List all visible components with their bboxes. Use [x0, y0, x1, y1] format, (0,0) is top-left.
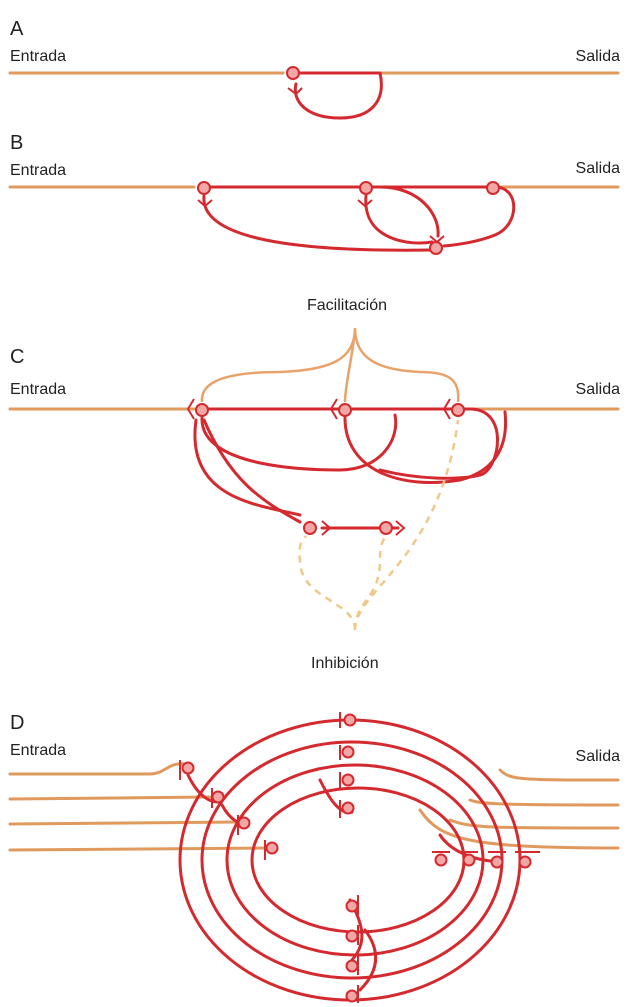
panel-c-loop-3: [345, 412, 506, 482]
panel-c-bottom-loop: [204, 420, 300, 522]
panel-d-neuron: [239, 818, 250, 829]
panel-b-loop-3: [380, 187, 438, 236]
panel-d-neuron: [347, 961, 358, 972]
panel-d-neuron: [347, 931, 358, 942]
panel-d-neuron: [213, 792, 224, 803]
panel-d-neuron: [520, 857, 531, 868]
panel-b-circuit: [10, 182, 618, 254]
panel-b-loop-1: [204, 196, 432, 250]
panel-d-neuron: [267, 843, 278, 854]
panel-c-neuron-1: [196, 404, 208, 416]
panel-d-neuron: [345, 715, 356, 726]
panel-d-input-line-1: [10, 764, 185, 774]
panel-c-neuron-3: [452, 404, 464, 416]
panel-d-circuit: [10, 712, 618, 1003]
panel-d-input-line-3: [10, 822, 240, 824]
panel-b-neuron-2: [360, 182, 372, 194]
panel-d-neuron: [464, 855, 475, 866]
panel-c-neuron-5: [380, 522, 392, 534]
panel-a-feedback-loop: [295, 73, 381, 118]
panel-d-neuron: [492, 857, 503, 868]
panel-b-neuron-3: [487, 182, 499, 194]
panel-d-neuron: [347, 901, 358, 912]
panel-d-output-line-1: [500, 770, 618, 780]
panel-d-neuron: [343, 803, 354, 814]
panel-d-output-line-2: [470, 800, 618, 805]
panel-d-neuron: [183, 763, 194, 774]
panel-b-loop-4: [444, 187, 514, 246]
panel-c-neuron-2: [339, 404, 351, 416]
panel-c-loop-1: [202, 415, 396, 470]
panel-d-neuron: [347, 991, 358, 1002]
panel-a-neuron: [287, 67, 299, 79]
panel-d-neuron: [343, 775, 354, 786]
panel-c-neuron-4: [304, 522, 316, 534]
panel-b-neuron-4: [430, 242, 442, 254]
panel-c-inhibition-tree: [299, 420, 458, 630]
panel-c-loop-4: [380, 409, 498, 478]
panel-d-neuron: [436, 855, 447, 866]
panel-c-circuit: [10, 328, 618, 630]
panel-a-circuit: [10, 67, 618, 118]
panel-c-facilitation-tree: [202, 328, 458, 402]
panel-d-neuron: [343, 747, 354, 758]
panel-b-neuron-1: [198, 182, 210, 194]
panel-d-input-line-2: [10, 797, 210, 799]
